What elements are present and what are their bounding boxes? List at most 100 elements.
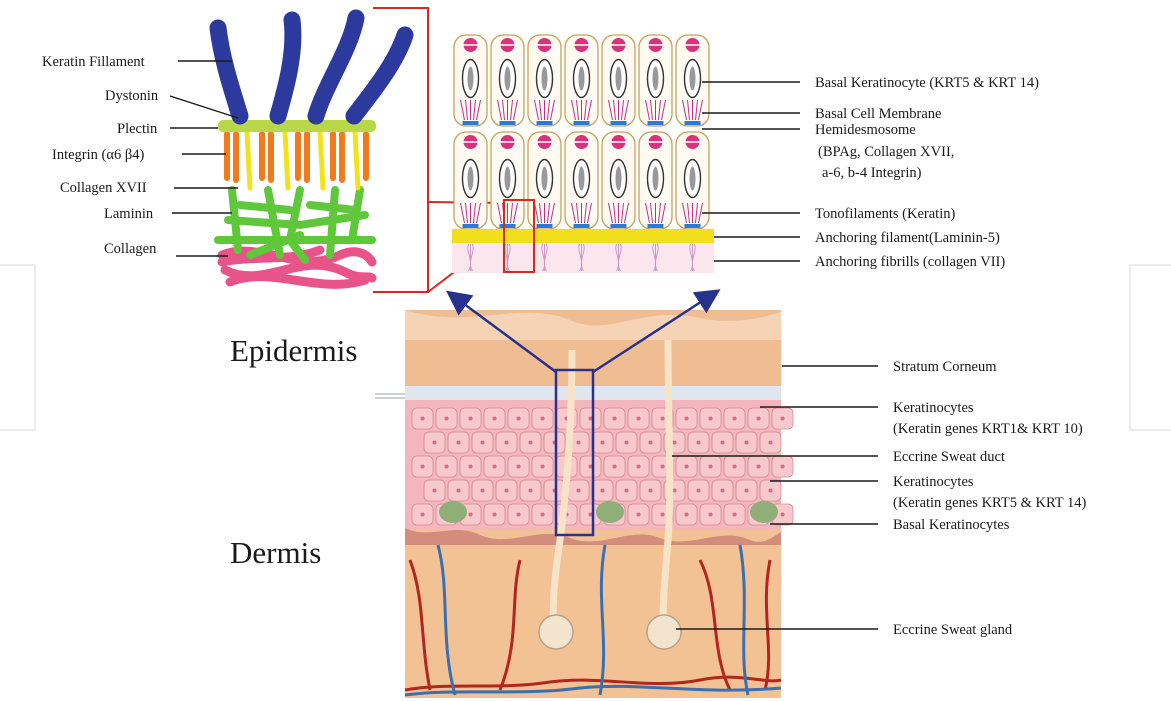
nucleolus — [616, 167, 622, 191]
keratinocyte-nucleus — [769, 441, 773, 445]
keratinocyte-nucleus — [781, 465, 785, 469]
hemidesmosome-plate — [685, 224, 701, 228]
keratinocyte-nucleus — [469, 513, 473, 517]
keratinocyte-nucleus — [577, 489, 581, 493]
keratinocyte-nucleus — [505, 489, 509, 493]
keratinocyte-nucleus — [673, 441, 677, 445]
keratinocyte-nucleus — [709, 513, 713, 517]
label-collagen-xvii: Collagen XVII — [60, 180, 147, 196]
keratinocyte-nucleus — [433, 489, 437, 493]
nucleolus — [505, 167, 511, 191]
keratinocyte-nucleus — [685, 513, 689, 517]
label-basal-keratinocyte: Basal Keratinocyte (KRT5 & KRT 14) — [815, 75, 1039, 91]
keratinocyte-nucleus — [649, 441, 653, 445]
hemidesmosome-plate — [463, 224, 479, 228]
anchoring-fibrill-band — [452, 243, 714, 273]
hemidesmosome-plate — [611, 224, 627, 228]
label-collagen: Collagen — [104, 241, 157, 257]
keratinocyte-nucleus — [541, 513, 545, 517]
keratinocyte-nucleus — [541, 465, 545, 469]
hemidesmosome-plate — [537, 121, 553, 125]
hemidesmosome-plate — [611, 121, 627, 125]
keratinocyte-nucleus — [421, 465, 425, 469]
keratinocyte-nucleus — [457, 441, 461, 445]
keratinocyte-nucleus — [745, 489, 749, 493]
nucleolus — [468, 167, 474, 191]
keratinocyte-nucleus — [517, 465, 521, 469]
keratinocyte-nucleus — [709, 417, 713, 421]
keratinocyte-nucleus — [673, 489, 677, 493]
keratinocyte-nucleus — [445, 465, 449, 469]
nucleolus — [542, 167, 548, 191]
hemidesmosome-plate — [500, 224, 516, 228]
keratinocyte-nucleus — [661, 513, 665, 517]
eccrine-sweat-gland — [647, 615, 681, 649]
nucleolus — [542, 67, 548, 91]
keratinocyte-nucleus — [457, 489, 461, 493]
hemidesmosome-plate — [500, 121, 516, 125]
keratinocyte-nucleus — [421, 417, 425, 421]
eccrine-sweat-gland — [539, 615, 573, 649]
label-hemidesmosome-detail-1: (BPAg, Collagen XVII, — [818, 144, 954, 160]
keratinocyte-nucleus — [505, 441, 509, 445]
nucleolus — [505, 67, 511, 91]
label-eccrine-sweat-gland: Eccrine Sweat gland — [893, 622, 1013, 638]
keratinocyte-nucleus — [661, 465, 665, 469]
nucleolus — [653, 67, 659, 91]
keratinocyte-nucleus — [625, 441, 629, 445]
keratinocyte-nucleus — [577, 441, 581, 445]
label-keratinocytes-lower-genes: (Keratin genes KRT5 & KRT 14) — [893, 495, 1086, 511]
label-keratin-fillament: Keratin Fillament — [42, 54, 145, 70]
keratinocyte-nucleus — [649, 489, 653, 493]
hemidesmosome-plate — [537, 224, 553, 228]
keratinocyte-nucleus — [661, 417, 665, 421]
label-anchoring-filament: Anchoring filament(Laminin-5) — [815, 230, 1000, 246]
hemidesmosome-plate — [648, 121, 664, 125]
label-keratinocytes-upper-genes: (Keratin genes KRT1& KRT 10) — [893, 421, 1083, 437]
keratinocyte-nucleus — [517, 417, 521, 421]
keratinocyte-nucleus — [685, 465, 689, 469]
label-eccrine-sweat-duct: Eccrine Sweat duct — [893, 449, 1005, 465]
keratinocyte-nucleus — [481, 441, 485, 445]
label-anchoring-fibrills: Anchoring fibrills (collagen VII) — [815, 254, 1005, 270]
keratinocyte-nucleus — [481, 489, 485, 493]
keratinocyte-nucleus — [493, 417, 497, 421]
basal-cell-panel — [454, 35, 709, 229]
label-hemidesmosome-detail-2: a-6, b-4 Integrin) — [822, 165, 922, 181]
label-keratinocytes-upper: Keratinocytes — [893, 400, 974, 416]
keratinocyte-nucleus — [781, 513, 785, 517]
keratinocyte-nucleus — [469, 465, 473, 469]
keratinocyte-nucleus — [613, 465, 617, 469]
keratinocyte-nucleus — [733, 465, 737, 469]
hemidesmosome-molecular-panel — [218, 18, 405, 284]
keratinocyte-nucleus — [721, 441, 725, 445]
keratinocyte-nucleus — [601, 489, 605, 493]
keratinocyte-nucleus — [757, 417, 761, 421]
basal-keratinocyte-cell — [439, 501, 467, 523]
keratinocyte-nucleus — [613, 417, 617, 421]
keratinocyte-nucleus — [685, 417, 689, 421]
anchoring-filament-band — [452, 229, 714, 243]
nucleolus — [690, 167, 696, 191]
label-stratum-corneum: Stratum Corneum — [893, 359, 997, 375]
nucleolus — [653, 167, 659, 191]
nucleolus — [579, 67, 585, 91]
hemidesmosome-plate — [574, 224, 590, 228]
keratinocyte-nucleus — [733, 417, 737, 421]
keratinocyte-nucleus — [781, 417, 785, 421]
label-keratinocytes-lower: Keratinocytes — [893, 474, 974, 490]
label-epidermis: Epidermis — [230, 333, 357, 368]
nucleolus — [579, 167, 585, 191]
keratinocyte-nucleus — [769, 489, 773, 493]
keratinocyte-nucleus — [529, 489, 533, 493]
keratinocyte-nucleus — [445, 417, 449, 421]
keratinocyte-nucleus — [697, 489, 701, 493]
keratinocyte-nucleus — [637, 417, 641, 421]
keratinocyte-nucleus — [757, 465, 761, 469]
keratinocyte-nucleus — [469, 417, 473, 421]
hemidesmosome-plate — [574, 121, 590, 125]
keratinocyte-nucleus — [493, 513, 497, 517]
keratinocyte-nucleus — [517, 513, 521, 517]
hemidesmosome-plate — [463, 121, 479, 125]
keratinocyte-nucleus — [421, 513, 425, 517]
